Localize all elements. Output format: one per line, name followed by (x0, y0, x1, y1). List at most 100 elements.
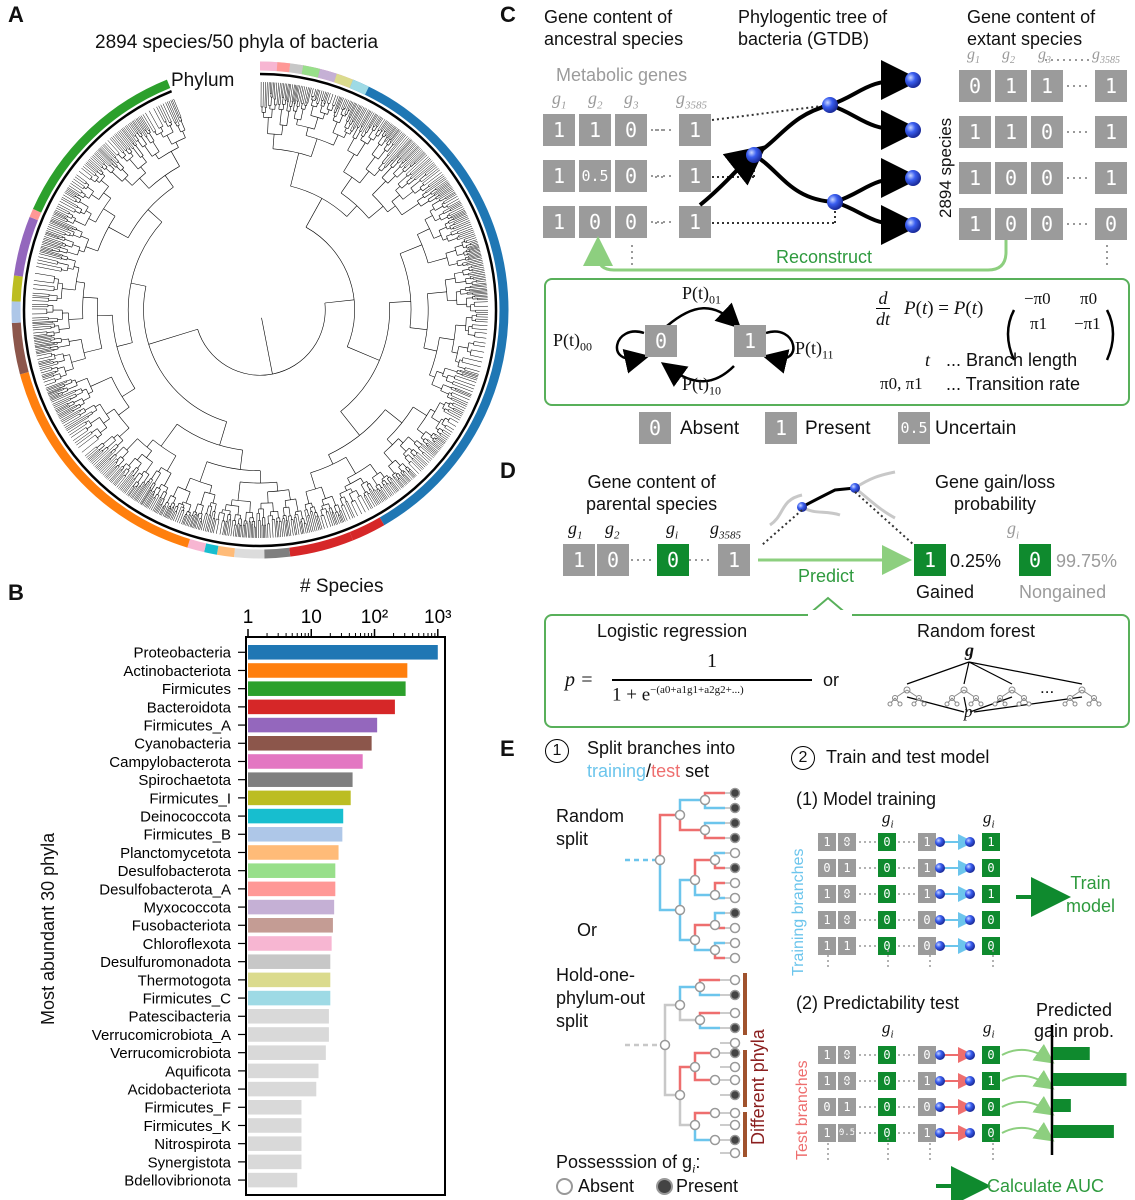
p10-label: P(t)10 (682, 374, 721, 398)
gained-pct: 0.25% (950, 551, 1002, 571)
category-label: Myxococcota (143, 900, 231, 917)
m12: π0 (1080, 289, 1098, 308)
panel-a-label: A (8, 2, 24, 27)
pi-symbol: π0, π1 (880, 374, 923, 393)
formula-p: p = (565, 669, 594, 691)
category-label: Firmicutes_C (143, 991, 232, 1008)
train-cell: 0 (838, 885, 856, 903)
category-label: Actinobacteriota (123, 663, 231, 680)
train-cell: 1 (818, 885, 836, 903)
reconstruct-label: Reconstruct (773, 247, 876, 268)
panel-a-title: 2894 species/50 phyla of bacteria (95, 32, 379, 53)
pred-bar (1053, 1073, 1127, 1086)
anc-cell: 1 (579, 114, 611, 146)
e-arrows-svg (827, 834, 1127, 1200)
bar-chloroflexota (248, 936, 332, 951)
test-cell: 0 (982, 1124, 1000, 1142)
c-dotted-fillers (651, 59, 1091, 225)
bar-firmicutes_c (248, 990, 331, 1006)
train-cell: 1 (982, 833, 1000, 851)
markov-arrows (615, 302, 1115, 387)
eq-lhs: P(t) = P(t) (904, 298, 984, 319)
c-g3: g3 (624, 88, 639, 112)
category-label: Firmicutes_K (143, 1118, 231, 1135)
bar-actinobacteriota (248, 663, 408, 678)
rf-g: g (965, 640, 974, 660)
step2-text: Train and test model (826, 747, 990, 767)
c-g1: g1 (552, 88, 567, 112)
c-tree-svg (583, 60, 1108, 272)
ext-cell: 0 (959, 70, 991, 102)
ext-cell: 0 (1031, 116, 1063, 148)
bar-verrucomicrobiota (248, 1045, 326, 1060)
or-split-label: Or (577, 920, 597, 940)
anc-cell: 1 (679, 160, 711, 192)
bar-thermotogota (248, 972, 331, 988)
formula-num: 1 (707, 650, 717, 672)
pred-bar (1053, 1099, 1071, 1112)
legend-present: Present (805, 418, 871, 439)
category-label: Nitrospirota (154, 1136, 231, 1153)
train-cell: 1 (818, 937, 836, 955)
c-ext-g1: g1 (967, 46, 980, 67)
bar-bdellovibrionota (248, 1172, 298, 1188)
p00-label: P(t)00 (553, 330, 592, 354)
bar-firmicutes_i (248, 790, 351, 806)
bar-myxococcota (248, 899, 335, 915)
tree-branches (32, 82, 489, 539)
gained-cell: 1 (914, 544, 946, 576)
anc-cell: 1 (679, 206, 711, 238)
ext-cell: 0 (1031, 208, 1063, 240)
ext-cell: 1 (995, 70, 1027, 102)
state-0-cell: 0 (645, 325, 677, 357)
parent-cell: 0 (657, 544, 689, 576)
test-cell: 0.5 (838, 1124, 856, 1142)
train-cell: 0 (818, 859, 836, 877)
test-cell: 1 (818, 1124, 836, 1142)
train-cell: 1 (918, 885, 936, 903)
test-cell: 0 (918, 1098, 936, 1116)
test-cell: 1 (982, 1072, 1000, 1090)
train-cell: 0 (878, 833, 896, 851)
panel-b-label: B (8, 580, 24, 605)
category-label: Firmicutes (162, 681, 231, 698)
category-label: Firmicutes_F (144, 1100, 231, 1117)
formula-den: 1 + e−(a0+a1g1+a2g2+...) (612, 684, 744, 706)
pi-desc: ... Transition rate (946, 374, 1081, 394)
ext-cell: 1 (1095, 162, 1127, 194)
tick-label: 1 (243, 607, 254, 628)
category-label: Desulfobacterota (118, 863, 232, 880)
anc-cell: 0 (615, 114, 647, 146)
d-g1: g1 (568, 518, 583, 542)
category-label: Proteobacteria (133, 645, 231, 662)
bar-campylobacterota (248, 754, 363, 769)
legend-absent-cell: 0 (639, 412, 671, 444)
test-cell: 1 (838, 1098, 856, 1116)
train-cell: 0 (838, 911, 856, 929)
train-cell: 0 (878, 885, 896, 903)
tick-label: 10² (361, 607, 388, 628)
ext-cell: 1 (959, 162, 991, 194)
p11-label: P(t)11 (795, 338, 834, 362)
category-label: Verrucomicrobiota (110, 1045, 232, 1062)
test-cell: 1 (918, 1072, 936, 1090)
phylogenetic-tree-circle (11, 61, 509, 559)
pred-bar (1053, 1125, 1114, 1138)
train-cell: 1 (838, 859, 856, 877)
category-label: Aquificota (165, 1063, 232, 1080)
train-cell: 0 (982, 911, 1000, 929)
bar-firmicutes (248, 681, 406, 696)
train-cell: 1 (838, 937, 856, 955)
bar-firmicutes_k (248, 1118, 302, 1133)
category-label: Firmicutes_A (143, 718, 231, 735)
gained-label: Gained (916, 582, 975, 602)
train-cell: 1 (818, 833, 836, 851)
panel-c-label: C (500, 2, 516, 27)
bar-firmicutes_f (248, 1100, 302, 1115)
rf-dots: ... (1040, 678, 1055, 697)
nongained-label: Nongained (1019, 582, 1107, 602)
